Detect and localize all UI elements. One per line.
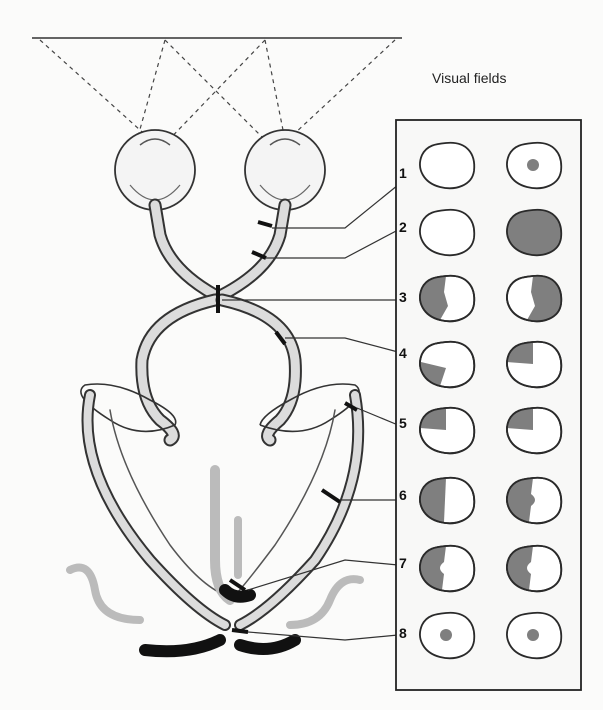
- field-row-1-left: [420, 143, 474, 188]
- field-row-7-right: [507, 546, 561, 591]
- visual-field-panel: [396, 120, 581, 690]
- lesion-marker-2: [252, 252, 266, 258]
- right-eye: [245, 130, 325, 210]
- lesion-label-4: 4: [399, 345, 407, 361]
- optic-tracts: [142, 300, 296, 440]
- field-row-7-left: [420, 546, 474, 591]
- lesion-marker-1: [258, 222, 272, 226]
- field-row-2-left: [420, 210, 474, 255]
- optic-nerves: [155, 205, 285, 295]
- lesion-label-1: 1: [399, 165, 407, 181]
- left-eye: [115, 130, 195, 210]
- field-row-2-right: [507, 210, 561, 255]
- lesion-label-5: 5: [399, 415, 407, 431]
- lesion-label-7: 7: [399, 555, 407, 571]
- field-row-6-left: [420, 478, 474, 523]
- field-row-5-left: [420, 408, 474, 453]
- lesion-label-3: 3: [399, 289, 407, 305]
- field-row-8-right: [507, 613, 561, 658]
- field-row-6-right: [507, 478, 561, 523]
- field-row-3-right: [507, 276, 561, 321]
- lesion-label-2: 2: [399, 219, 407, 235]
- field-row-3-left: [420, 276, 474, 321]
- lesion-label-8: 8: [399, 625, 407, 641]
- geniculate-loops: [81, 384, 359, 431]
- field-row-1-right: [507, 143, 561, 188]
- projection-lines: [40, 40, 395, 175]
- field-row-5-right: [507, 408, 561, 453]
- field-row-4-right: [507, 342, 561, 387]
- lesion-marker-6: [322, 490, 340, 502]
- lesion-label-6: 6: [399, 487, 407, 503]
- lesion-marker-8: [232, 630, 248, 632]
- field-row-4-left: [420, 342, 475, 387]
- field-row-8-left: [420, 613, 474, 658]
